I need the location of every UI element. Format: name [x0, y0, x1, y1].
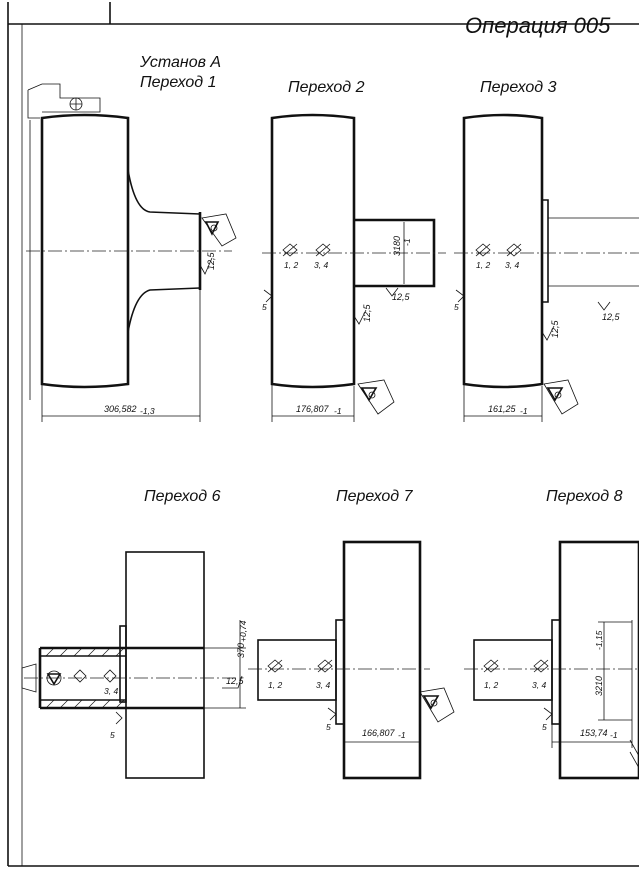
- step-8-length: 153,74: [580, 728, 608, 738]
- step-3-face-mark: 5: [454, 302, 459, 312]
- step-1-roughness: 12,5: [206, 251, 216, 270]
- step-8-length-tol: -1: [610, 730, 618, 740]
- step-3-length: 161,25: [488, 404, 517, 414]
- step-7-length: 166,807: [362, 728, 396, 738]
- step-2-roughness-a: 12,5: [392, 292, 411, 302]
- step-7-support-a: 1, 2: [268, 680, 282, 690]
- step-8-support-a: 1, 2: [484, 680, 498, 690]
- step-6-label: Переход 6: [144, 488, 221, 505]
- step-1-length-tol: -1,3: [140, 406, 155, 416]
- sheet-frame: [7, 2, 639, 867]
- setup-label: Установ А: [139, 54, 221, 71]
- step-3-roughness-a: 12,5: [602, 312, 621, 322]
- step-8-diameter: 3210: [594, 676, 604, 696]
- step-3-roughness-b: 12,5: [550, 319, 560, 338]
- step-2-face-mark: 5: [262, 302, 267, 312]
- step-1-label: Переход 1: [140, 74, 217, 91]
- step-2-support-b: 3, 4: [314, 260, 328, 270]
- step-8-support-b: 3, 4: [532, 680, 546, 690]
- step-3-sketch: 1, 2 3, 4 5 12,5 12,5 161,25 -1: [454, 113, 639, 422]
- step-2-length-tol: -1: [334, 406, 342, 416]
- step-7-face-mark: 5: [326, 722, 331, 732]
- step-8-diameter-tol: -1,15: [594, 630, 604, 650]
- step-2-label: Переход 2: [288, 79, 365, 96]
- step-7-length-tol: -1: [398, 730, 406, 740]
- step-1-length: 306,582: [104, 404, 137, 414]
- step-6-bore-tol: +0,74: [238, 620, 248, 642]
- step-7-support-b: 3, 4: [316, 680, 330, 690]
- step-6-bore: 370: [236, 643, 246, 658]
- step-3-length-tol: -1: [520, 406, 528, 416]
- operation-title: Операция 005: [465, 13, 611, 38]
- step-2-roughness-b: 12,5: [362, 303, 372, 322]
- step-8-face-mark: 5: [542, 722, 547, 732]
- step-7-sketch: 1, 2 3, 4 5 166,807 -1: [248, 540, 455, 780]
- step-2-length: 176,807: [296, 404, 330, 414]
- step-2-diameter: 3180: [392, 236, 402, 256]
- step-1-sketch: 12,5 306,582 -1,3: [26, 83, 237, 422]
- step-6-support-b: 3, 4: [104, 686, 118, 696]
- step-6-face-mark: 5: [110, 730, 115, 740]
- step-3-support-b: 3, 4: [505, 260, 519, 270]
- step-8-label: Переход 8: [546, 488, 623, 505]
- step-6-roughness: 12,5: [226, 676, 245, 686]
- step-8-sketch: 1, 2 3, 4 5 3210 -1,15 153,74 -1: [464, 540, 639, 780]
- step-3-label: Переход 3: [480, 79, 557, 96]
- step-3-support-a: 1, 2: [476, 260, 490, 270]
- step-7-label: Переход 7: [336, 488, 414, 505]
- step-2-sketch: 1, 2 3, 4 5 12,5 12,5 3180 -1 176,807 -1: [262, 113, 446, 422]
- step-2-diameter-tol: -1: [402, 238, 412, 246]
- step-6-sketch: 3, 4 5 370 +0,74 12,5: [21, 551, 248, 779]
- step-2-support-a: 1, 2: [284, 260, 298, 270]
